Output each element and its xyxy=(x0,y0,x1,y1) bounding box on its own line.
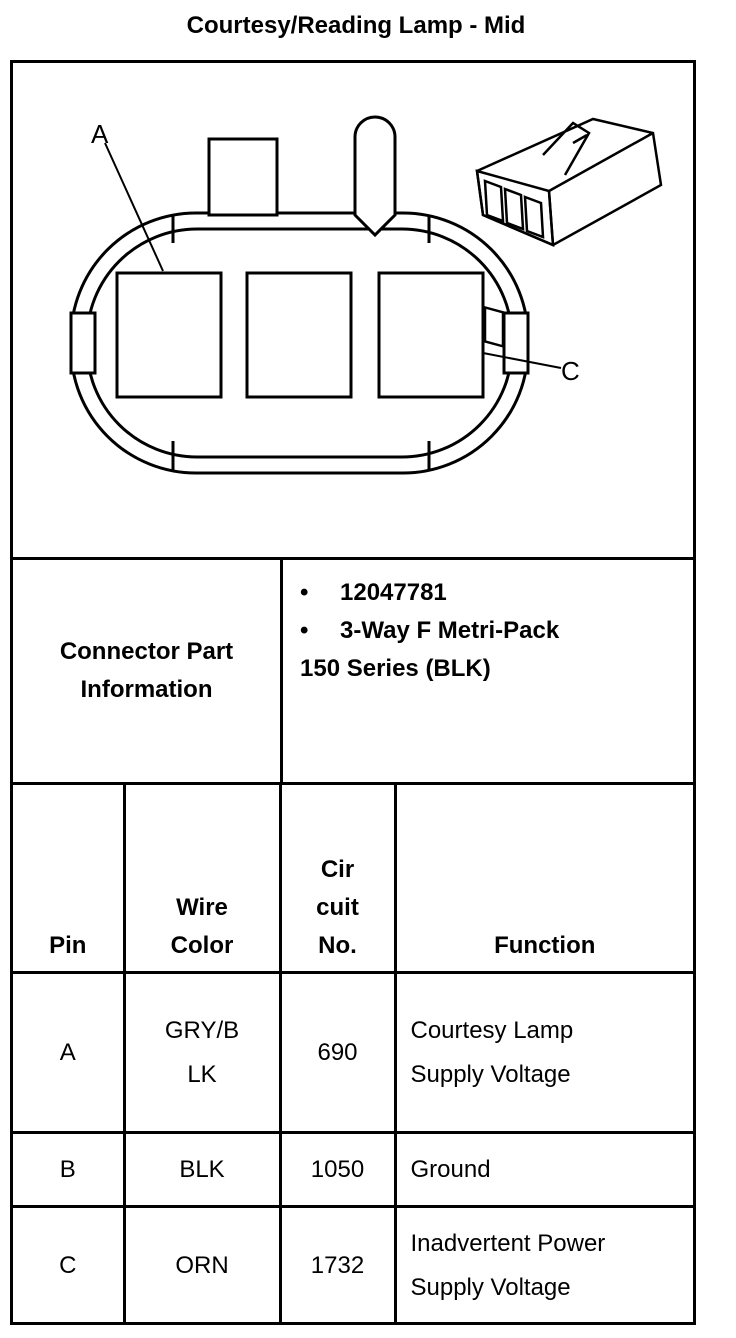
pin-cell: A xyxy=(13,971,126,1134)
connector-part-info-list: • 12047781 • 3-Way F Metri-Pack 150 Seri… xyxy=(300,574,559,688)
table-row: B BLK 1050 Ground xyxy=(13,1131,693,1208)
part-number-item: • 12047781 xyxy=(300,574,559,612)
connector-housing-inner xyxy=(85,227,514,459)
connector-key-rib xyxy=(353,115,397,238)
connector-type-item: • 3-Way F Metri-Pack xyxy=(300,612,559,650)
header-pin: Pin xyxy=(13,785,126,974)
callout-line-a xyxy=(104,142,164,272)
circuit-cell: 690 xyxy=(278,971,397,1134)
pin-cell: C xyxy=(13,1205,126,1325)
connector-face-drawing: A C xyxy=(69,115,663,475)
connector-sheet: A C Connector Part Information • 1204778… xyxy=(10,60,696,1325)
callout-line-c xyxy=(482,352,562,369)
connector-housing-outer xyxy=(69,211,530,475)
connector-part-info: Connector Part Information • 12047781 • … xyxy=(13,560,693,785)
cavity-a xyxy=(115,271,223,399)
bullet-icon: • xyxy=(300,617,309,644)
connector-series: 150 Series (BLK) xyxy=(300,655,491,682)
wire-color-cell: BLK xyxy=(122,1131,282,1208)
function-cell: Ground xyxy=(393,1131,693,1208)
wire-color-cell: ORN xyxy=(122,1205,282,1325)
cavity-c xyxy=(377,271,485,399)
cavity-b xyxy=(245,271,353,399)
callout-label-c: C xyxy=(561,356,580,386)
circuit-cell: 1050 xyxy=(278,1131,397,1208)
connector-part-info-label: Connector Part Information xyxy=(13,560,283,782)
callout-label-a: A xyxy=(91,119,109,149)
connector-diagram: A C xyxy=(13,63,693,560)
pin-cell: B xyxy=(13,1131,126,1208)
circuit-cell: 1732 xyxy=(278,1205,397,1325)
page-title: Courtesy/Reading Lamp - Mid xyxy=(186,12,526,39)
header-function: Function xyxy=(393,785,693,974)
bullet-icon: • xyxy=(300,579,309,606)
left-notch xyxy=(69,311,97,375)
right-notch xyxy=(502,311,530,375)
connector-latch-tab xyxy=(207,137,279,217)
connector-3d-sketch xyxy=(475,117,663,348)
